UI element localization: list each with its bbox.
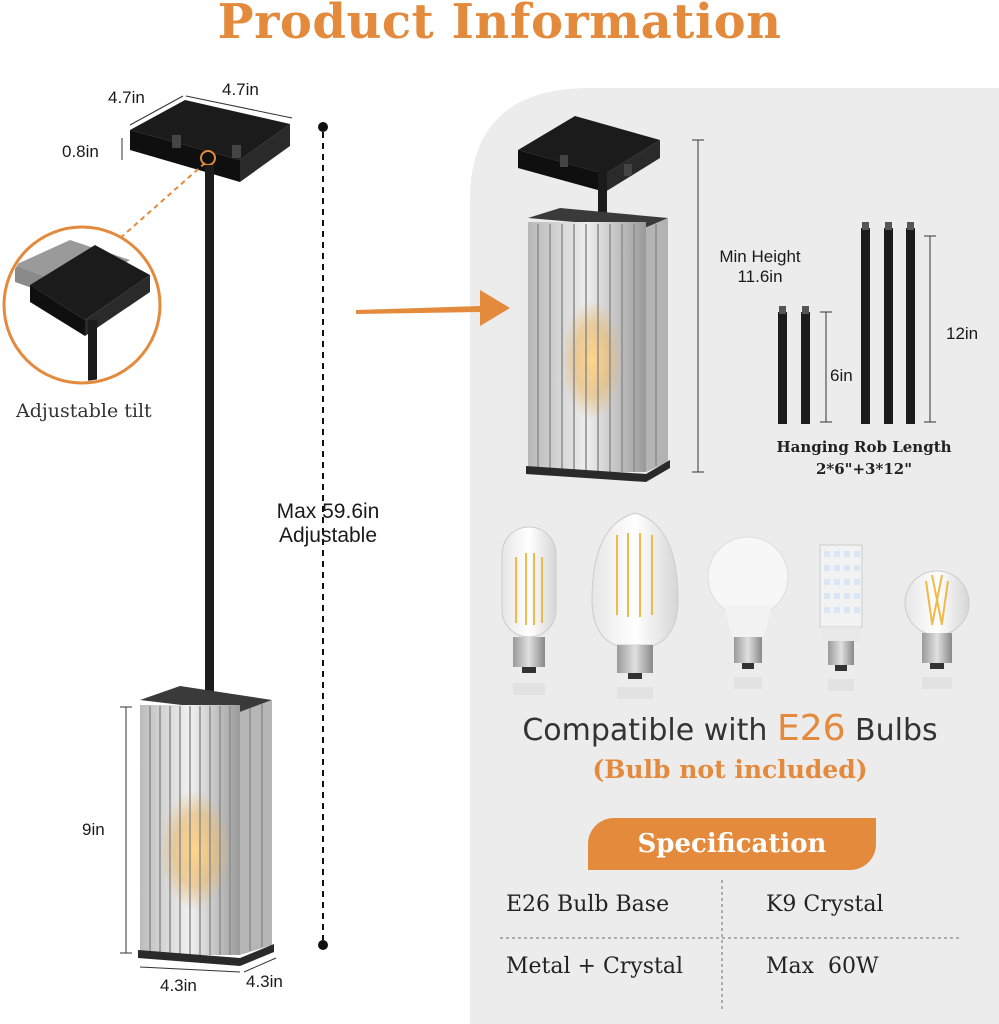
min-height-line2: 11.6in bbox=[737, 267, 783, 286]
canopy-depth-label: 4.7in bbox=[108, 88, 145, 107]
max-height-line1: Max 59.6in bbox=[276, 500, 380, 523]
compat-suffix: Bulbs bbox=[845, 713, 938, 748]
globe-bulb-icon bbox=[904, 570, 970, 669]
rod-length-line1: Hanging Rob Length bbox=[776, 438, 952, 456]
spec-cell-wattage: Max 60W bbox=[766, 954, 879, 979]
rod-length-line2: 2*6"+3*12" bbox=[815, 460, 913, 478]
shade-depth-label: 4.3in bbox=[160, 976, 197, 995]
compat-accent: E26 bbox=[776, 708, 846, 749]
spec-cell-crystal: K9 Crystal bbox=[766, 892, 884, 917]
corn-bulb-icon bbox=[819, 544, 863, 671]
long-rod-length-label: 12in bbox=[946, 324, 979, 343]
max-height-label: Max 59.6in Adjustable bbox=[258, 500, 398, 548]
pendant-drawing bbox=[2, 95, 328, 973]
short-rod-length-label: 6in bbox=[830, 366, 853, 385]
min-height-line1: Min Height bbox=[719, 247, 801, 266]
max-height-line2: Adjustable bbox=[278, 524, 378, 547]
page-title: Product Information bbox=[217, 0, 782, 50]
compatibility-text: Compatible with E26 Bulbs bbox=[480, 708, 980, 749]
spec-cell-material: Metal + Crystal bbox=[506, 954, 684, 979]
long-rods bbox=[861, 222, 936, 424]
arrow-right-icon bbox=[356, 290, 510, 326]
bulb-not-included-note: (Bulb not included) bbox=[592, 755, 868, 784]
a19-bulb-icon bbox=[707, 536, 789, 669]
min-height-label: Min Height 11.6in bbox=[706, 247, 814, 287]
canopy-width-label: 4.7in bbox=[222, 80, 259, 99]
short-pendant-drawing bbox=[356, 116, 936, 482]
spec-cell-bulb-base: E26 Bulb Base bbox=[506, 892, 670, 917]
compat-prefix: Compatible with bbox=[522, 713, 777, 748]
spec-table-lines bbox=[500, 880, 960, 1010]
lamp-shade bbox=[138, 686, 274, 966]
canopy-height-label: 0.8in bbox=[62, 142, 99, 161]
tubular-bulb-icon bbox=[501, 526, 557, 673]
tilt-label: Adjustable tilt bbox=[16, 400, 152, 422]
hanging-rod bbox=[205, 165, 214, 695]
rod-length-title: Hanging Rob Length 2*6"+3*12" bbox=[764, 436, 964, 480]
shade-height-label: 9in bbox=[82, 820, 105, 839]
bulbs-row bbox=[501, 512, 970, 699]
edison-bulb-icon bbox=[591, 512, 679, 679]
tilt-inset bbox=[2, 225, 162, 385]
short-rods bbox=[778, 306, 832, 424]
specification-banner: Specification bbox=[588, 818, 876, 870]
shade-width-label: 4.3in bbox=[246, 972, 283, 991]
